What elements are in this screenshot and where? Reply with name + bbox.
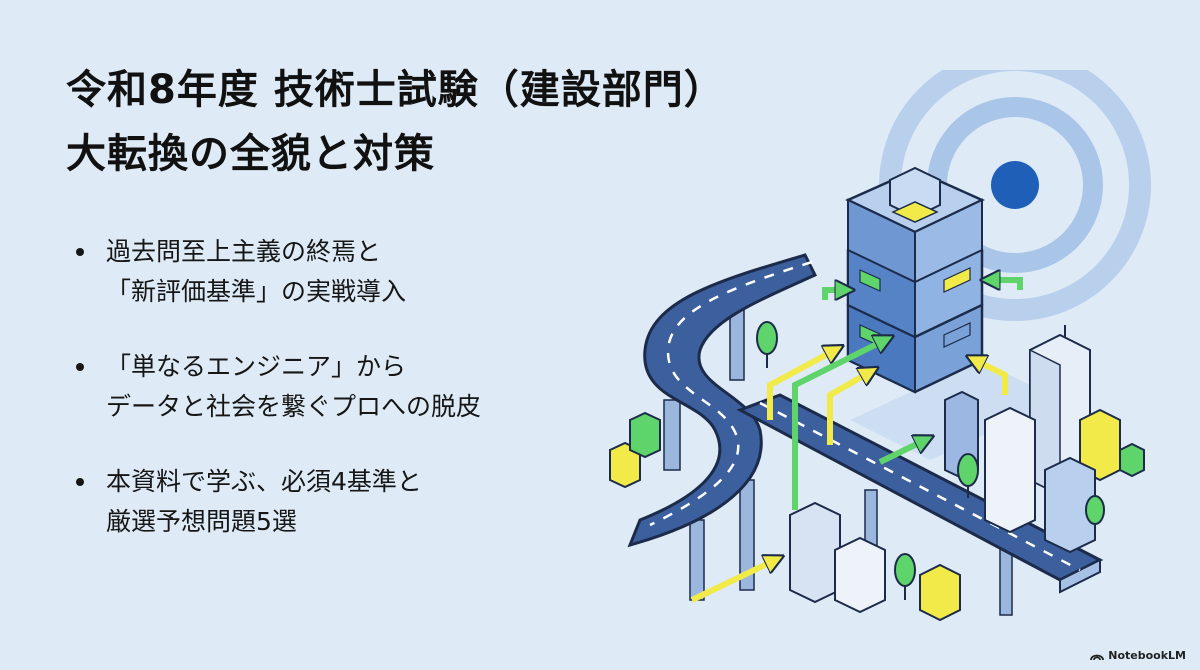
- slide-title: 令和8年度 技術士試験（建設部門） 大転換の全貌と対策: [66, 58, 846, 186]
- notebooklm-logo-icon: [1090, 654, 1105, 660]
- bullet-2-line-2: データと社会を繋ぐプロへの脱皮: [106, 392, 482, 421]
- bullet-1-line-2: 「新評価基準」の実戦導入: [106, 277, 407, 306]
- title-line-1: 令和8年度 技術士試験（建設部門）: [66, 67, 725, 113]
- central-tower-icon: [845, 166, 985, 394]
- brand-text: NotebookLM: [1108, 649, 1186, 662]
- building-icons: [609, 325, 1121, 622]
- isometric-smart-city-icon: [609, 70, 1151, 622]
- bullet-3-line-2: 厳選予想問題5選: [106, 507, 297, 536]
- bullet-list: 過去問至上主義の終焉と 「新評価基準」の実戦導入 「単なるエンジニア」から デー…: [76, 232, 596, 577]
- bullet-item-1: 過去問至上主義の終焉と 「新評価基準」の実戦導入: [76, 232, 596, 312]
- bullet-2-line-1: 「単なるエンジニア」から: [106, 352, 407, 381]
- bullet-1-line-1: 過去問至上主義の終焉と: [106, 237, 382, 266]
- title-line-2: 大転換の全貌と対策: [66, 131, 435, 177]
- brand-logo: NotebookLM: [1090, 649, 1186, 662]
- bullet-item-3: 本資料で学ぶ、必須4基準と 厳選予想問題5選: [76, 462, 596, 542]
- tree-icons: [629, 321, 1145, 600]
- bullet-3-line-1: 本資料で学ぶ、必須4基準と: [106, 467, 422, 496]
- bullet-item-2: 「単なるエンジニア」から データと社会を繋ぐプロへの脱皮: [76, 347, 596, 427]
- arrow-icons: [690, 280, 1023, 603]
